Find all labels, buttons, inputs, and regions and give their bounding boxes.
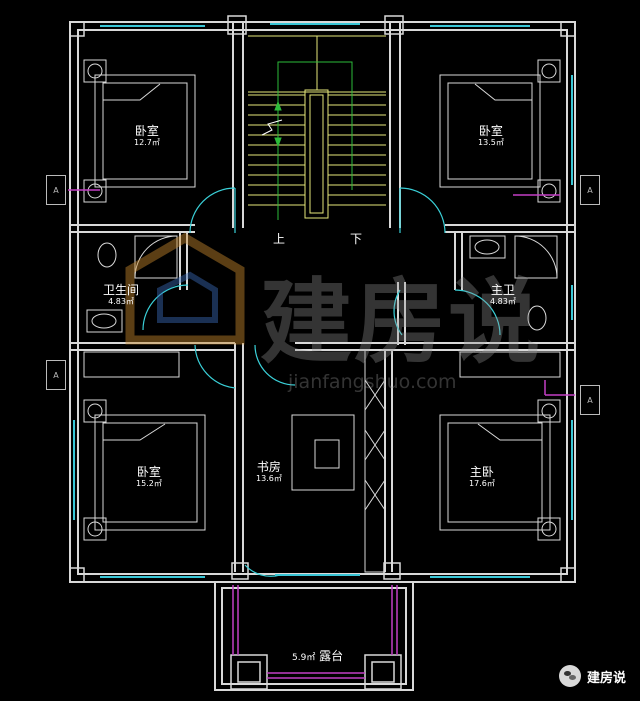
doors [142,187,501,577]
watermark-url: jianfangshuo.com [288,371,457,393]
windows [73,23,573,578]
room-bedroom-ne: 卧室 13.5㎡ [478,124,504,148]
room-name: 主卧 [469,465,494,479]
room-area: 17.6㎡ [469,479,495,488]
brand-name: 建房说 [586,670,626,686]
section-mark: A [580,175,600,205]
section-mark: A [46,360,66,390]
room-bathroom-w: 卫生间 4.83㎡ [103,283,140,307]
watermark-text: 建房说 [260,269,543,376]
room-area: 15.2㎡ [136,479,162,488]
beds [94,74,551,531]
columns [69,15,576,690]
section-mark: A [580,385,600,415]
desk [291,414,355,491]
room-bedroom-nw: 卧室 12.7㎡ [134,124,160,148]
section-mark: A [46,175,66,205]
bathroom-fixtures [86,235,558,333]
nightstands [83,59,561,541]
room-master-bedroom: 主卧 17.6㎡ [469,465,495,489]
room-name: 卫生间 [103,283,140,297]
room-name: 卧室 [136,465,161,479]
room-name: 书房 [256,460,281,474]
watermark-logo [125,232,245,345]
room-area: 13.5㎡ [478,138,504,147]
wardrobes [83,349,561,573]
room-name: 卧室 [134,124,159,138]
room-area: 4.83㎡ [490,297,516,306]
room-name: 主卫 [490,283,515,297]
room-area: 5.9㎡ [292,653,316,663]
room-name: 卧室 [478,124,503,138]
wechat-icon [558,665,581,687]
break-line [261,119,283,136]
room-bedroom-sw: 卧室 15.2㎡ [136,465,162,489]
room-study: 书房 13.6㎡ [256,460,282,484]
stair-up-label: 上 [273,232,286,246]
stair-down-label: 下 [350,232,363,246]
brand: 建房说 [558,665,626,687]
staircase [248,35,386,220]
room-bathroom-e: 主卫 4.83㎡ [490,283,516,307]
room-area: 12.7㎡ [134,138,160,147]
room-name: 露台 [319,649,344,663]
room-area: 13.6㎡ [256,474,282,483]
room-area: 4.83㎡ [108,297,134,306]
room-terrace: 5.9㎡ 露台 [292,650,343,663]
terrace-railing [68,189,575,679]
